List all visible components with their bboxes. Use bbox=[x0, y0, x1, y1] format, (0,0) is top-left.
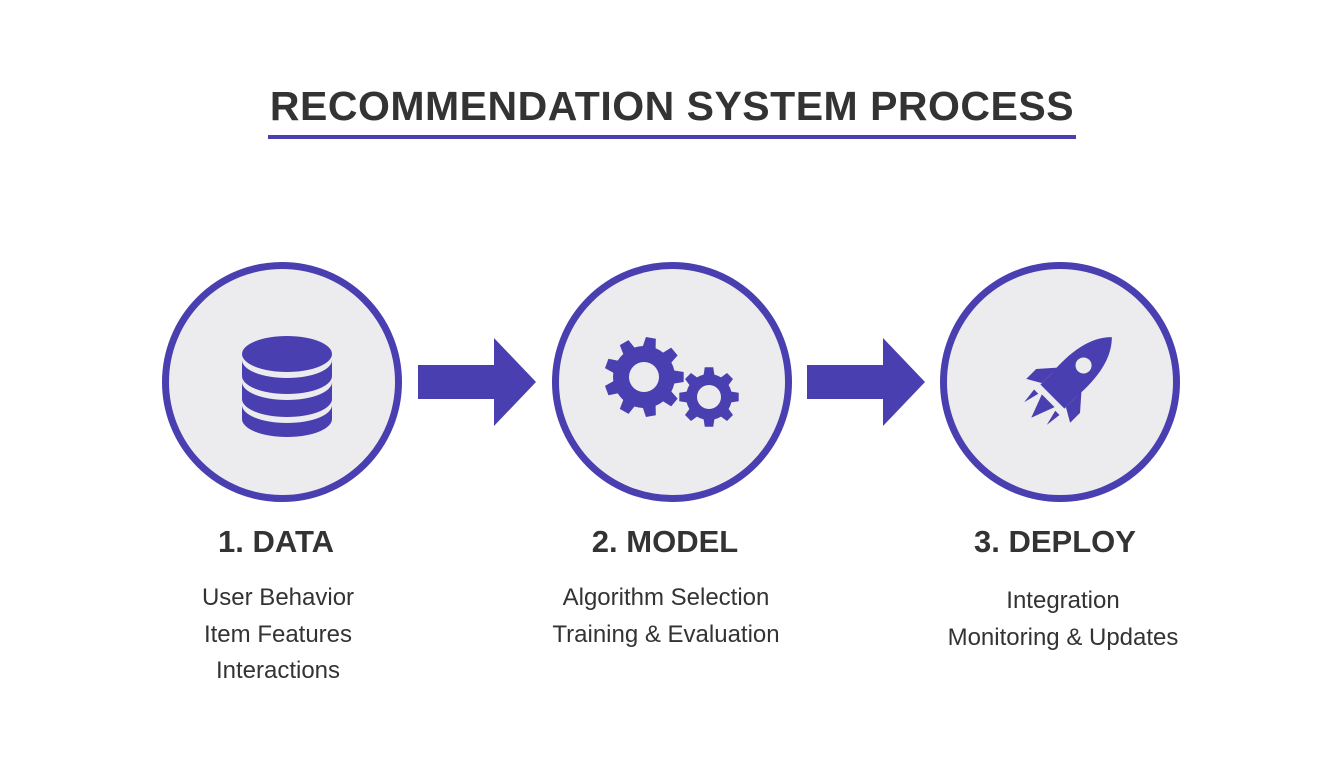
description-line: Algorithm Selection bbox=[562, 584, 770, 611]
arrow-right-icon bbox=[807, 338, 925, 426]
small-gear-icon bbox=[679, 367, 739, 427]
step-data-circle bbox=[162, 262, 402, 502]
description-line: Integration bbox=[1006, 587, 1120, 614]
large-gear-icon bbox=[604, 337, 684, 417]
rocket-icon bbox=[1024, 337, 1112, 425]
step-title-data: 1. DATA bbox=[218, 524, 334, 559]
step-title-deploy: 3. DEPLOY bbox=[974, 524, 1136, 559]
description-line: Training & Evaluation bbox=[552, 620, 780, 648]
description-line: Monitoring & Updates bbox=[947, 623, 1179, 651]
diagram-title: RECOMMENDATION SYSTEM PROCESS bbox=[0, 83, 1344, 140]
step-deploy-circle bbox=[940, 262, 1180, 502]
description-line: Interactions bbox=[215, 657, 341, 684]
arrow-right-icon bbox=[418, 338, 536, 426]
step-description-deploy: Integration Monitoring & Updates bbox=[903, 583, 1223, 656]
step-description-model: Algorithm Selection Training & Evaluatio… bbox=[506, 580, 826, 653]
step-description-data: User Behavior Item Features Interactions bbox=[118, 580, 438, 690]
step-title-model: 2. MODEL bbox=[591, 524, 739, 559]
database-icon bbox=[242, 336, 332, 437]
diagram-title-text: RECOMMENDATION SYSTEM PROCESS bbox=[267, 83, 1077, 140]
gears-icon bbox=[604, 337, 739, 427]
description-line: Item Features bbox=[203, 620, 353, 648]
step-model-circle bbox=[552, 262, 792, 502]
description-line: User Behavior bbox=[201, 584, 355, 611]
